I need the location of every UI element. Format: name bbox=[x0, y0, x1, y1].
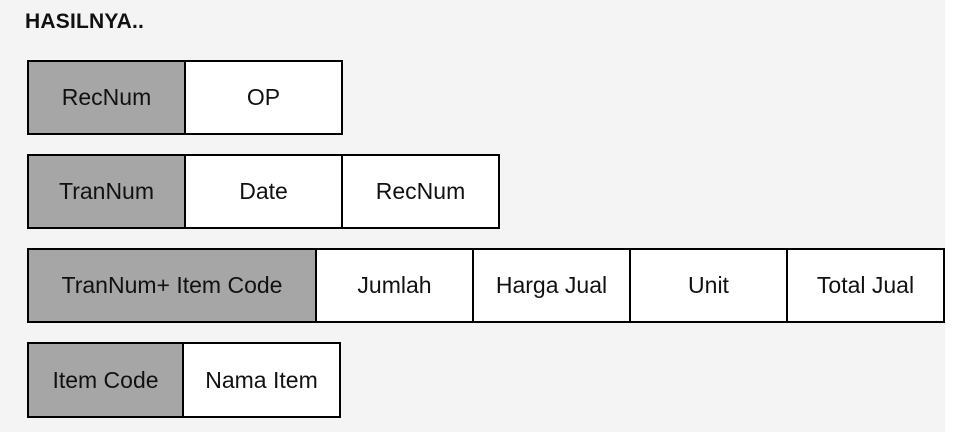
cell-nama-item: Nama Item bbox=[184, 344, 341, 416]
page-title: HASILNYA.. bbox=[25, 10, 145, 33]
key-cell-item-code: Item Code bbox=[29, 344, 184, 416]
cell-recnum: RecNum bbox=[343, 156, 500, 227]
cell-unit: Unit bbox=[631, 250, 788, 321]
key-cell-recnum: RecNum bbox=[29, 62, 186, 133]
cell-harga-jual: Harga Jual bbox=[474, 250, 631, 321]
table-item-code: Item Code Nama Item bbox=[27, 342, 341, 418]
cell-jumlah: Jumlah bbox=[317, 250, 474, 321]
key-cell-trannum-item-code: TranNum+ Item Code bbox=[29, 250, 317, 321]
table-recnum: RecNum OP bbox=[27, 60, 343, 135]
cell-date: Date bbox=[186, 156, 343, 227]
cell-op: OP bbox=[186, 62, 343, 133]
table-trannum: TranNum Date RecNum bbox=[27, 154, 500, 229]
cell-total-jual: Total Jual bbox=[788, 250, 945, 321]
table-trannum-item-code: TranNum+ Item Code Jumlah Harga Jual Uni… bbox=[27, 248, 945, 323]
key-cell-trannum: TranNum bbox=[29, 156, 186, 227]
